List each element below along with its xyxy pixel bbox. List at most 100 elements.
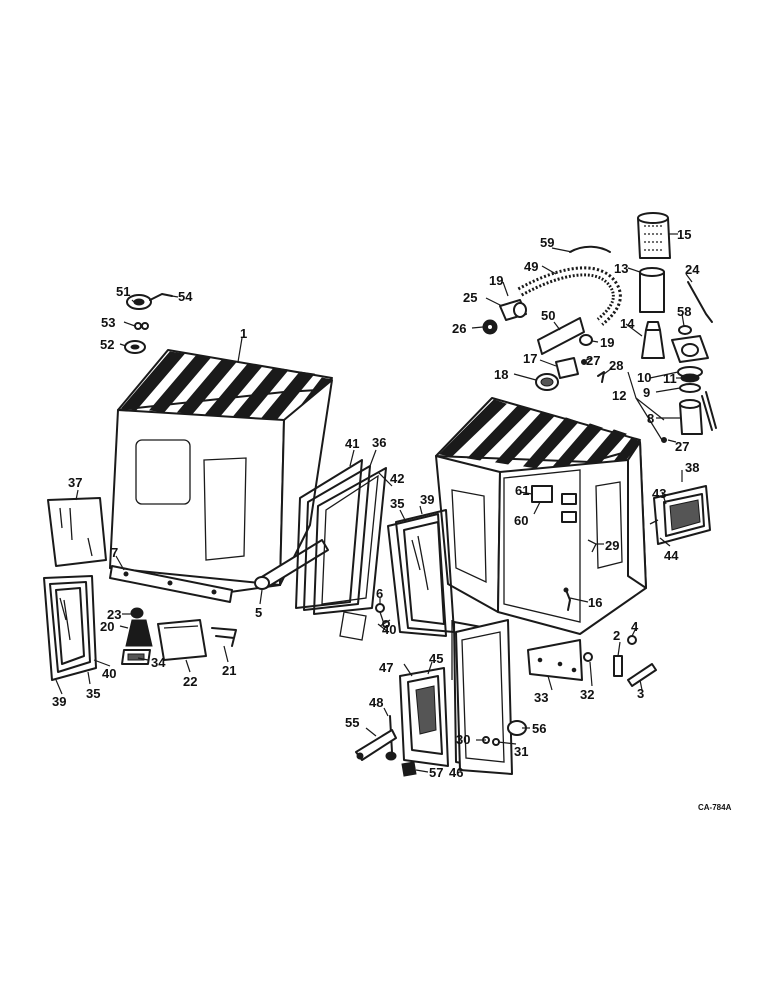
callout-58: 58 xyxy=(677,304,691,319)
small-parts-left xyxy=(121,607,237,665)
filter-15 xyxy=(637,212,671,259)
callout-33: 33 xyxy=(534,690,548,705)
callout-37: 37 xyxy=(68,475,82,490)
callout-3: 3 xyxy=(637,686,644,701)
right-small-parts xyxy=(527,635,657,687)
hose-49 xyxy=(517,266,622,326)
roller-part xyxy=(254,539,329,590)
callout-39b: 39 xyxy=(52,694,66,709)
callout-20: 20 xyxy=(100,619,114,634)
callout-51: 51 xyxy=(116,284,130,299)
callout-45: 45 xyxy=(429,651,443,666)
callout-61: 61 xyxy=(515,483,529,498)
callout-16: 16 xyxy=(588,595,602,610)
callout-40b: 40 xyxy=(102,666,116,681)
callout-19a: 19 xyxy=(489,273,503,288)
rod-24 xyxy=(687,281,713,323)
pin-27a xyxy=(581,359,587,365)
left-cab-side-window-frames xyxy=(295,459,387,615)
callout-19b: 19 xyxy=(600,335,614,350)
clip-28 xyxy=(597,371,605,383)
small-pane xyxy=(339,611,367,641)
callout-32: 32 xyxy=(580,687,594,702)
callout-56: 56 xyxy=(532,721,546,736)
callout-50: 50 xyxy=(541,308,555,323)
callout-41: 41 xyxy=(345,436,359,451)
callout-12: 12 xyxy=(612,388,626,403)
callout-26: 26 xyxy=(452,321,466,336)
callout-17: 17 xyxy=(523,351,537,366)
callout-24: 24 xyxy=(685,262,700,277)
callout-49: 49 xyxy=(524,259,538,274)
callout-38: 38 xyxy=(685,460,699,475)
callout-47: 47 xyxy=(379,660,393,675)
ring-19 xyxy=(579,334,593,346)
base-bar xyxy=(109,565,233,603)
callout-59: 59 xyxy=(540,235,554,250)
callout-18: 18 xyxy=(494,367,508,382)
glass-pane-37 xyxy=(47,497,107,567)
callout-31: 31 xyxy=(514,744,528,759)
bracket-50 xyxy=(537,317,585,355)
callout-labels: 1 2 3 4 5 6 7 8 9 10 11 12 13 14 15 16 1… xyxy=(52,227,700,780)
callout-8: 8 xyxy=(647,411,654,426)
callout-48: 48 xyxy=(369,695,383,710)
callout-7: 7 xyxy=(111,545,118,560)
callout-9: 9 xyxy=(643,385,650,400)
callout-53: 53 xyxy=(101,315,115,330)
callout-42: 42 xyxy=(390,471,404,486)
callout-4: 4 xyxy=(631,619,639,634)
callout-44: 44 xyxy=(664,548,679,563)
callout-6: 6 xyxy=(376,586,383,601)
bolt-6 xyxy=(375,603,390,628)
housing-58 xyxy=(671,325,709,363)
callout-54: 54 xyxy=(178,289,193,304)
callout-23: 23 xyxy=(107,607,121,622)
callout-21: 21 xyxy=(222,663,236,678)
callout-40a: 40 xyxy=(382,622,396,637)
callout-5: 5 xyxy=(255,605,262,620)
callout-13: 13 xyxy=(614,261,628,276)
callout-39a: 39 xyxy=(420,492,434,507)
door-assembly xyxy=(399,619,513,775)
callout-35b: 35 xyxy=(86,686,100,701)
callout-60: 60 xyxy=(514,513,528,528)
callout-1: 1 xyxy=(240,326,247,341)
callout-27a: 27 xyxy=(586,353,600,368)
ring-18 xyxy=(535,373,559,391)
small-parts-top-left xyxy=(124,293,173,354)
callout-36: 36 xyxy=(372,435,386,450)
fitting-25 xyxy=(499,299,527,321)
leader-lines xyxy=(55,233,693,773)
callout-55: 55 xyxy=(345,715,359,730)
callout-43: 43 xyxy=(652,486,666,501)
right-cab-rear-frames xyxy=(649,485,711,545)
callout-25: 25 xyxy=(463,290,477,305)
tube-13 xyxy=(639,267,665,313)
callout-22: 22 xyxy=(183,674,197,689)
left-cab-shell xyxy=(109,349,333,593)
rings-10-11-9 xyxy=(677,366,703,393)
callout-2: 2 xyxy=(613,628,620,643)
callout-28: 28 xyxy=(609,358,623,373)
callout-11: 11 xyxy=(663,371,677,386)
cylinder-8 xyxy=(679,391,717,435)
callout-57: 57 xyxy=(429,765,443,780)
pin-27b xyxy=(661,437,667,443)
callout-27b: 27 xyxy=(675,439,689,454)
callout-29: 29 xyxy=(605,538,619,553)
callout-30: 30 xyxy=(456,732,470,747)
clamp-59 xyxy=(569,245,611,253)
door-hardware xyxy=(355,715,527,777)
callout-10: 10 xyxy=(637,370,651,385)
callout-34: 34 xyxy=(151,655,166,670)
callout-52: 52 xyxy=(100,337,114,352)
callout-14: 14 xyxy=(620,316,635,331)
plate-17 xyxy=(555,357,579,379)
left-window-frames xyxy=(43,575,97,681)
callout-35a: 35 xyxy=(390,496,404,511)
callout-46: 46 xyxy=(449,765,463,780)
callout-15: 15 xyxy=(677,227,691,242)
right-cab-shell xyxy=(435,397,647,635)
